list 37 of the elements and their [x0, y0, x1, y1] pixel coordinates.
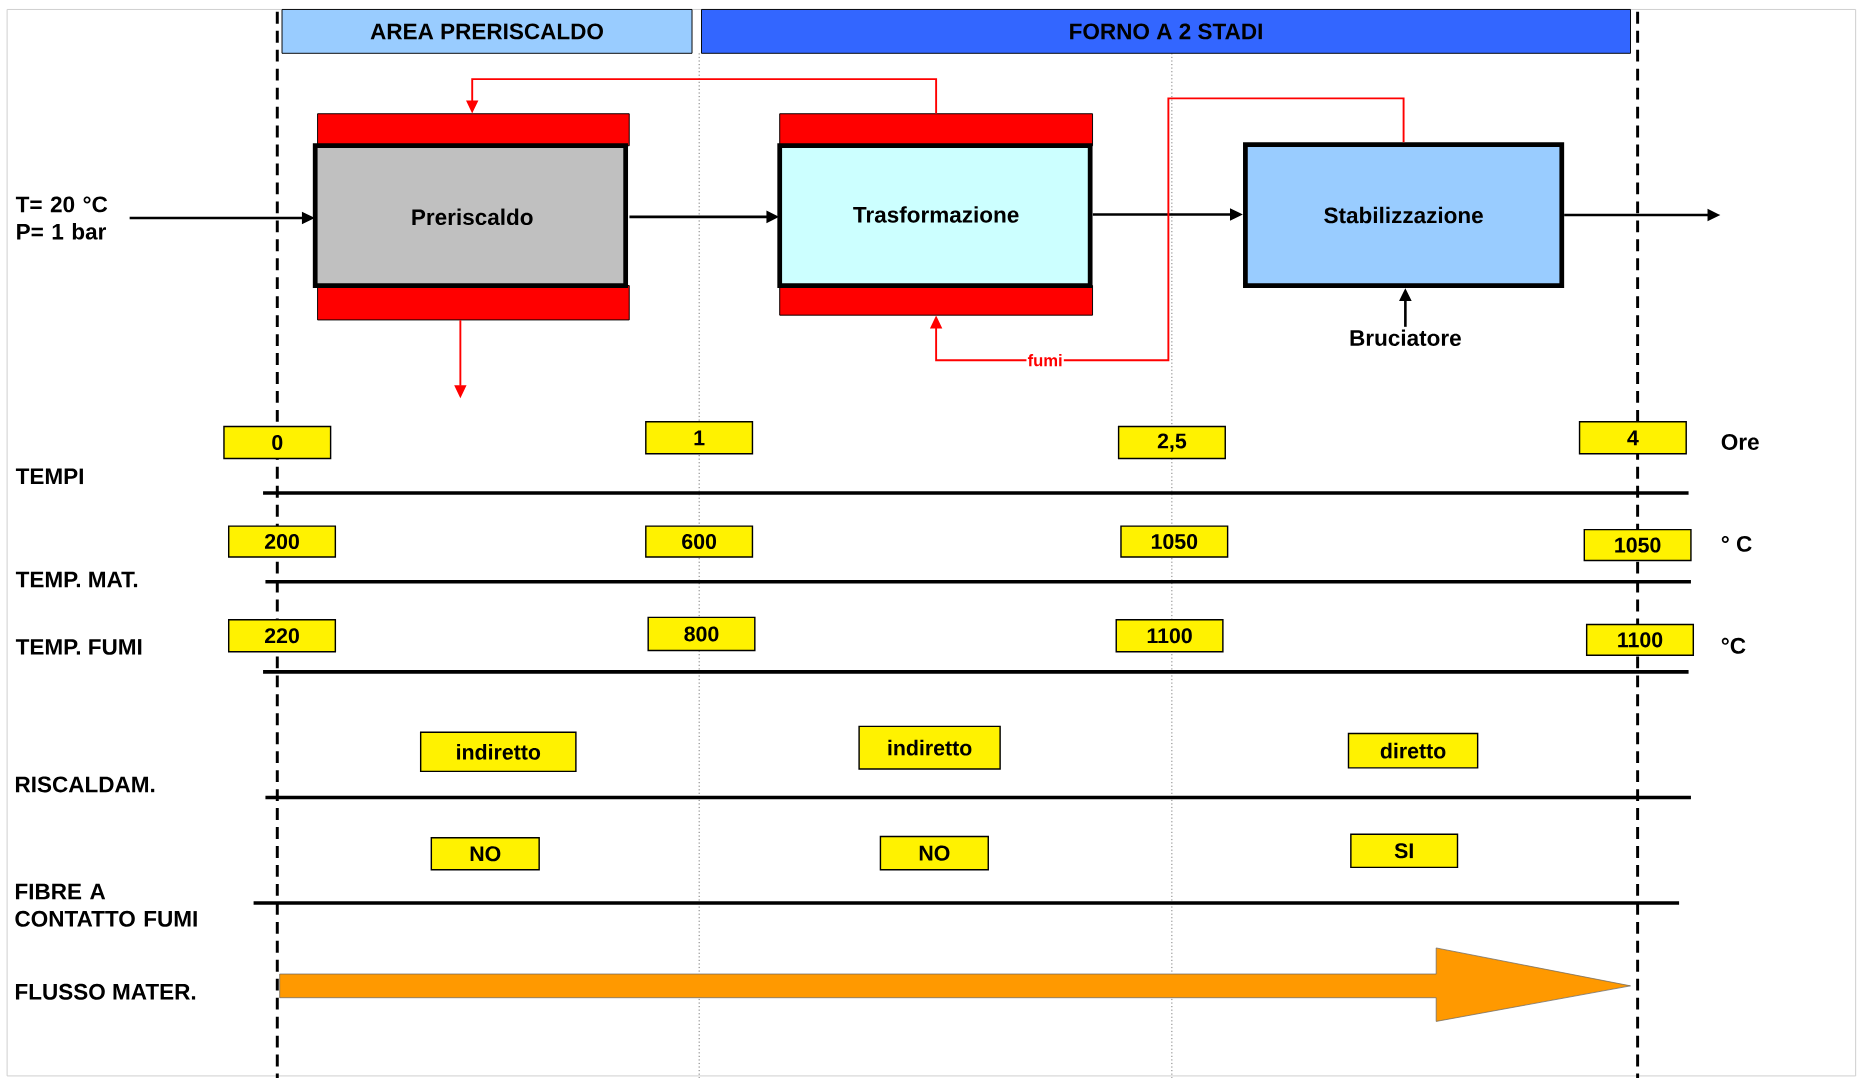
value-box: NO: [879, 835, 989, 871]
row-label: FLUSSO MATER.: [15, 983, 196, 1000]
value-box: SI: [1350, 833, 1459, 868]
value-box: 2,5: [1117, 425, 1226, 460]
condition-label: T= 20 °C P= 1 bar: [15, 196, 108, 240]
value-box: 200: [228, 525, 337, 558]
furnace-drawing: Trasformazione: [777, 113, 1093, 316]
value-box: 1: [645, 421, 754, 455]
zone-band: AREA PRERISCALDO: [281, 8, 693, 54]
value-box: NO: [430, 836, 540, 871]
value-box: 1050: [1120, 525, 1229, 558]
value-box: 220: [228, 618, 337, 653]
value-box: indiretto: [858, 725, 1001, 770]
unit-label: Ore: [1721, 433, 1759, 450]
value-box: 4: [1578, 421, 1687, 455]
row-label: TEMP. MAT.: [15, 571, 138, 588]
value-box: 1100: [1585, 623, 1694, 656]
row-label: RISCALDAM.: [15, 776, 155, 793]
edge-label: fumi: [1026, 352, 1064, 368]
value-box: 1050: [1583, 528, 1692, 562]
furnace-drawing: Preriscaldo: [312, 113, 630, 321]
value-box: 600: [645, 525, 754, 558]
zone-band: FORNO A 2 STADI: [701, 8, 1631, 54]
row-label: FIBRE A CONTATTO FUMI: [15, 883, 197, 927]
value-box: 0: [223, 425, 332, 460]
value-box: diretto: [1347, 732, 1479, 769]
value-box: indiretto: [419, 731, 577, 772]
value-box: 1100: [1115, 618, 1224, 653]
arrow: [929, 97, 1405, 361]
burner-label: Bruciatore: [1350, 329, 1461, 346]
unit-label: °C: [1721, 637, 1746, 654]
arrow: [466, 78, 938, 115]
row-label: TEMPI: [15, 468, 83, 484]
unit-label: ° C: [1721, 535, 1752, 552]
value-box: 800: [647, 616, 756, 652]
row-label: TEMP. FUMI: [15, 639, 142, 655]
process-box: Stabilizzazione: [1243, 142, 1565, 288]
